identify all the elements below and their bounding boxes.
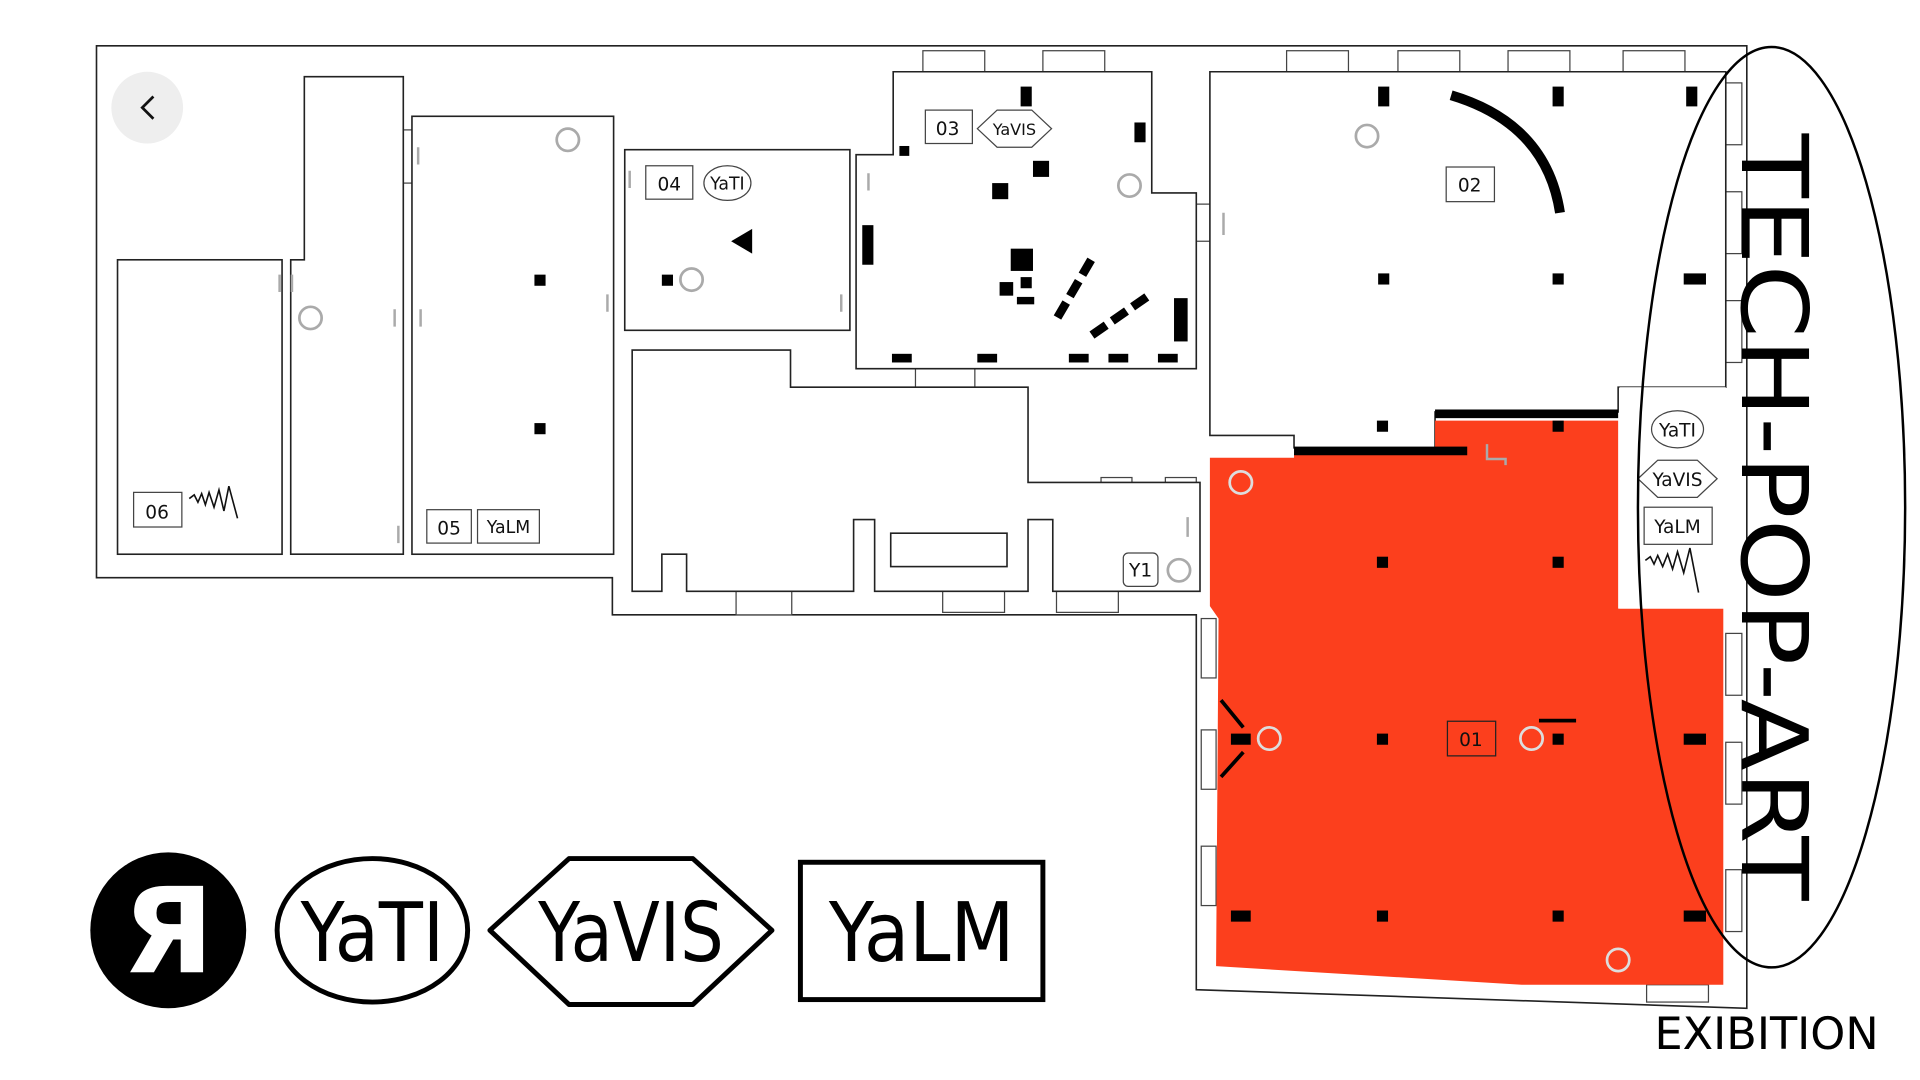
back-button[interactable] <box>111 71 184 144</box>
tag-yati-04: YaTI <box>703 165 752 202</box>
room-label-04: 04 <box>645 165 694 200</box>
room-03[interactable] <box>855 70 1198 370</box>
poi-markers[interactable] <box>298 123 1631 973</box>
partitions <box>1294 409 1619 723</box>
hall-y1[interactable] <box>631 349 1201 593</box>
svg-text:02: 02 <box>1458 176 1482 197</box>
triangle-marker <box>731 228 753 254</box>
legend-yati: YaTI <box>274 856 471 1005</box>
lounge-tag-yalm: YaLM <box>1643 506 1713 545</box>
svg-text:YaTI: YaTI <box>300 886 444 981</box>
pillars <box>534 86 1706 922</box>
room-label-01: 01 <box>1446 720 1497 757</box>
room-01-highlighted[interactable] <box>1209 420 1724 985</box>
svg-text:Я: Я <box>123 863 214 1001</box>
room-05[interactable] <box>411 115 615 556</box>
svg-text:YaTI: YaTI <box>709 174 744 194</box>
exhibition-subtitle: EXIBITION <box>1655 1008 1879 1060</box>
svg-text:YaLM: YaLM <box>828 886 1014 981</box>
svg-text:YaLM: YaLM <box>486 518 530 538</box>
room-label-06: 06 <box>132 491 183 528</box>
exhibition-title: TECH-POP-ART <box>1720 132 1827 901</box>
yandex-logo: Я <box>90 852 247 1009</box>
svg-text:04: 04 <box>657 175 681 196</box>
lounge-tag-yati: YaTI <box>1650 410 1705 449</box>
svg-text:01: 01 <box>1459 730 1483 751</box>
room-label-05: 05 <box>426 509 472 544</box>
svg-text:05: 05 <box>437 518 461 539</box>
tag-yavis-03: YaVIS <box>976 109 1053 148</box>
room-label-y1: Y1 <box>1122 552 1159 588</box>
lounge-zigzag-icon <box>1644 547 1700 593</box>
hall-counter <box>889 532 1008 568</box>
svg-text:03: 03 <box>936 119 960 140</box>
corridor-west <box>289 75 405 556</box>
entrance-lines <box>1219 699 1245 779</box>
windows <box>397 50 1743 1003</box>
legend-yavis: YaVIS <box>487 856 775 1008</box>
tag-yalm-05: YaLM <box>476 509 540 544</box>
svg-text:YaTI: YaTI <box>1658 421 1696 442</box>
lounge-tag-yavis: YaVIS <box>1637 459 1719 498</box>
svg-text:YaVIS: YaVIS <box>537 886 723 981</box>
svg-text:YaLM: YaLM <box>1653 517 1700 538</box>
room-label-03: 03 <box>924 109 973 145</box>
exhibition-ellipse <box>1636 45 1907 969</box>
svg-text:YaVIS: YaVIS <box>1651 470 1702 491</box>
svg-text:Y1: Y1 <box>1128 560 1152 581</box>
legend-yalm: YaLM <box>797 859 1046 1003</box>
chevron-left-icon <box>140 95 155 120</box>
svg-text:YaVIS: YaVIS <box>992 120 1036 139</box>
stair-icon <box>1485 444 1507 466</box>
curved-wall <box>1449 90 1565 214</box>
svg-text:06: 06 <box>145 502 169 523</box>
angled-columns <box>1052 257 1150 341</box>
door-markers <box>278 147 1225 544</box>
room-label-02: 02 <box>1445 166 1496 203</box>
zigzag-icon <box>188 485 239 519</box>
